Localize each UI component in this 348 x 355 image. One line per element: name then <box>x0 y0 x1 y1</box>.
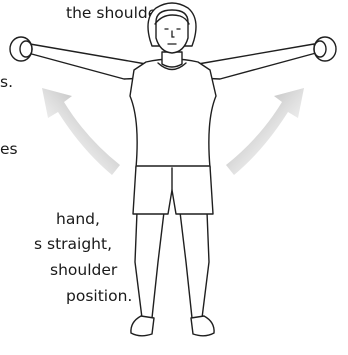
right-leg <box>180 212 209 318</box>
left-foot <box>131 316 154 336</box>
right-foot <box>191 316 214 336</box>
right-arm <box>198 44 316 79</box>
left-leg <box>135 212 164 318</box>
right-dumbbell-icon <box>314 37 336 61</box>
left-dumbbell-icon <box>10 37 32 61</box>
shorts <box>133 166 213 214</box>
neck <box>162 52 182 67</box>
right-arrow-icon <box>226 88 304 175</box>
left-arrow-icon <box>42 88 120 175</box>
left-arm <box>28 44 146 79</box>
person-figure <box>28 3 316 336</box>
torso <box>130 59 216 168</box>
